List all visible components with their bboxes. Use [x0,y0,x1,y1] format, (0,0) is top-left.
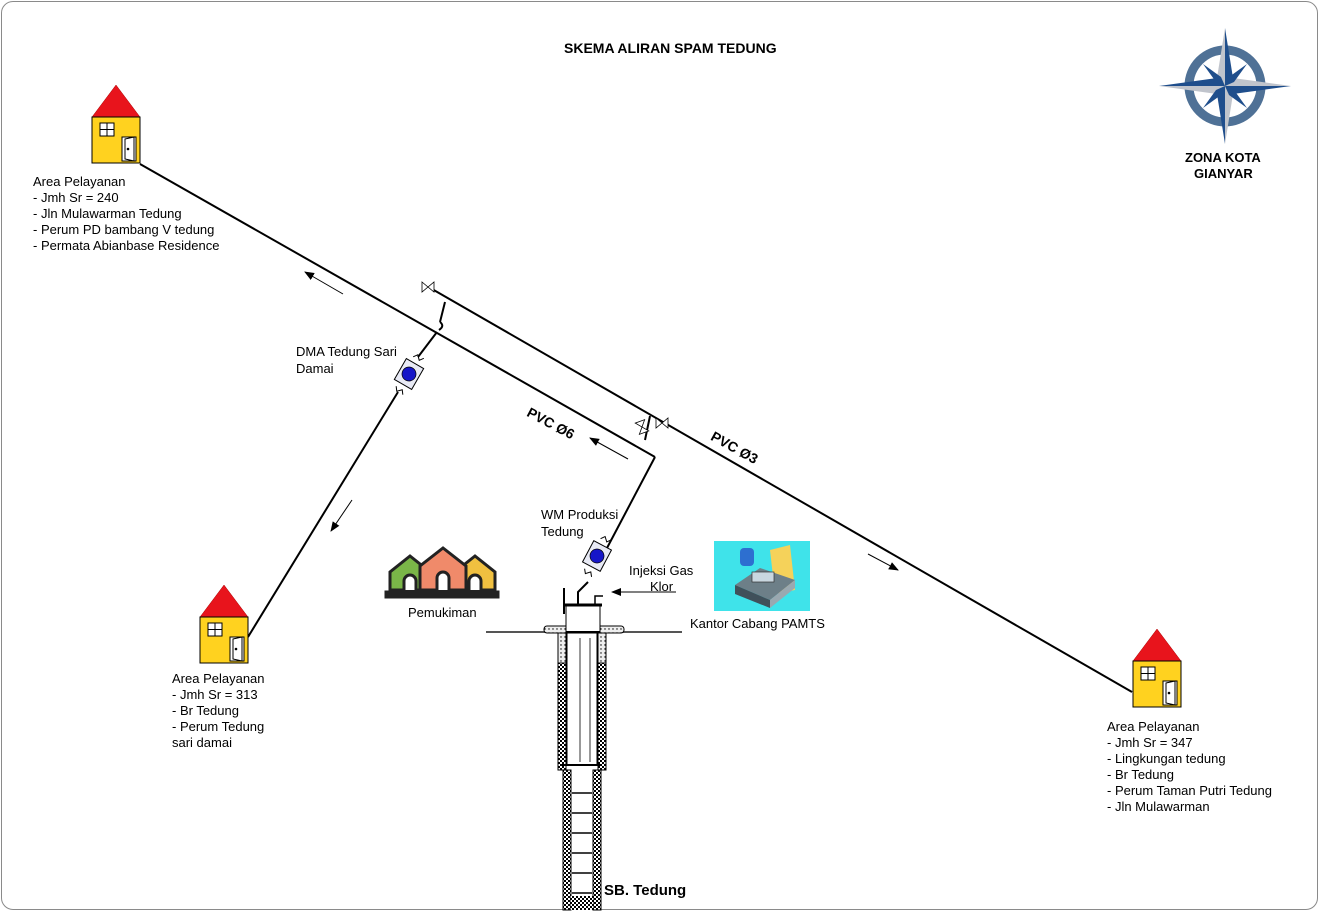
source-label: SB. Tedung [604,882,687,899]
pipe-main-pvc6 [139,163,656,606]
valve-icon [421,281,435,293]
borehole-well [486,588,682,911]
office-label: Kantor Cabang PAMTS [690,616,825,631]
compass-icon [1159,28,1291,144]
area-title: Area Pelayanan [1107,719,1200,734]
zone-label: ZONA KOTA [1185,150,1261,165]
area-line: - Lingkungan tedung [1107,751,1226,766]
settlement-icon [384,546,500,599]
flow-arrows [304,271,899,596]
zone-label: GIANYAR [1194,166,1253,181]
area-line: - Perum PD bambang V tedung [33,222,215,237]
area-line: - Jln Mulawarman [1107,799,1210,814]
dma-label: DMA Tedung Sari [296,344,397,359]
service-area-2: Area Pelayanan - Jmh Sr = 313 - Br Tedun… [172,671,265,751]
area-title: Area Pelayanan [172,671,265,686]
wm-label: Tedung [541,524,584,539]
injection-label: Klor [650,579,674,594]
area-line: sari damai [172,735,232,750]
office-icon [714,541,810,611]
pipe-dma-branch [247,331,438,638]
house-icon [1132,628,1182,708]
valve-icon [655,417,669,429]
diagram-title: SKEMA ALIRAN SPAM TEDUNG [564,40,777,56]
settlement-label: Pemukiman [408,605,477,620]
house-icon [199,584,249,664]
service-area-3: Area Pelayanan - Jmh Sr = 347 - Lingkung… [1107,719,1272,815]
house-icon [91,84,141,164]
dma-label: Damai [296,361,334,376]
area-line: - Jmh Sr = 313 [172,687,258,702]
area-line: - Jln Mulawarman Tedung [33,206,182,221]
area-line: - Br Tedung [1107,767,1174,782]
production-water-meter-icon [577,532,617,580]
area-line: - Perum Taman Putri Tedung [1107,783,1272,798]
area-title: Area Pelayanan [33,174,126,189]
service-area-1: Area Pelayanan - Jmh Sr = 240 - Jln Mula… [33,174,219,254]
area-line: - Permata Abianbase Residence [33,238,220,253]
injection-label: Injeksi Gas [629,563,694,578]
area-line: - Br Tedung [172,703,239,718]
area-line: - Perum Tedung [172,719,265,734]
pipe-secondary-pvc3 [431,288,1133,693]
wm-label: WM Produksi [541,507,619,522]
area-line: - Jmh Sr = 347 [1107,735,1193,750]
area-line: - Jmh Sr = 240 [33,190,119,205]
